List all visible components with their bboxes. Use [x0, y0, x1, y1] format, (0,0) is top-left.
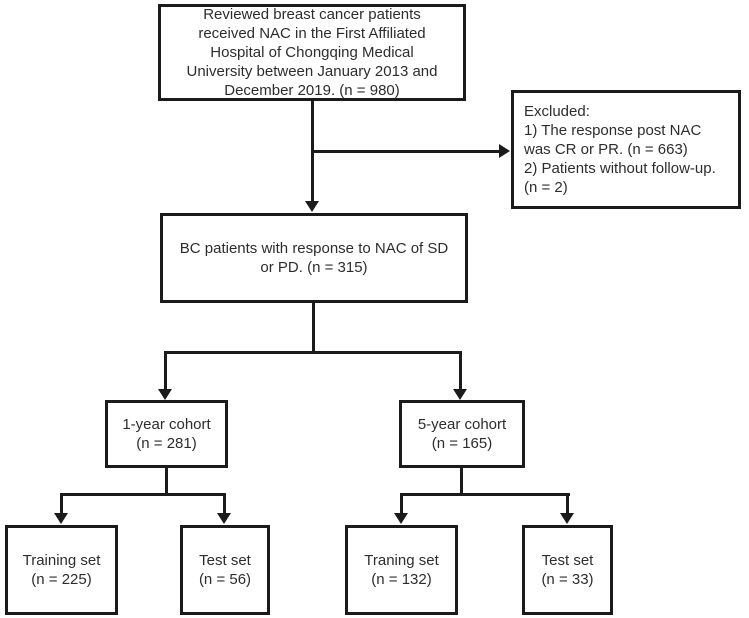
connector-sdpd-stub [312, 303, 315, 354]
arrowhead-into-cohort-1yr [158, 389, 172, 400]
connector-to-cohort-1yr [164, 351, 167, 390]
box-excluded-text: Excluded: 1) The response post NAC was C… [524, 103, 716, 196]
box-reviewed-patients: Reviewed breast cancer patients received… [158, 4, 466, 101]
arrowhead-into-training-5yr [394, 513, 408, 524]
box-cohort-5yr: 5-year cohort (n = 165) [399, 400, 525, 468]
connector-to-test-5yr [566, 493, 569, 514]
box-sd-pd-patients: BC patients with response to NAC of SD o… [160, 213, 468, 303]
box-test-set-1yr: Test set (n = 56) [180, 525, 270, 615]
arrowhead-into-excluded [499, 144, 510, 158]
box-test-set-5yr-text: Test set (n = 33) [541, 552, 594, 588]
box-sd-pd-patients-text: BC patients with response to NAC of SD o… [179, 240, 449, 276]
box-cohort-5yr-text: 5-year cohort (n = 165) [417, 416, 507, 452]
arrowhead-into-cohort-5yr [453, 389, 467, 400]
box-excluded: Excluded: 1) The response post NAC was C… [511, 90, 741, 209]
box-cohort-1yr: 1-year cohort (n = 281) [105, 400, 228, 468]
connector-branch-to-excluded [311, 150, 499, 153]
box-training-set-5yr: Traning set (n = 132) [345, 525, 458, 615]
connector-to-training-5yr [400, 493, 403, 514]
connector-to-cohort-5yr [459, 351, 462, 390]
connector-cohort-1yr-stub [165, 468, 168, 496]
connector-to-training-1yr [60, 493, 63, 514]
arrowhead-into-sdpd [305, 201, 319, 212]
box-reviewed-patients-text: Reviewed breast cancer patients received… [186, 6, 438, 99]
arrowhead-into-training-1yr [54, 513, 68, 524]
box-test-set-5yr: Test set (n = 33) [522, 525, 613, 615]
connector-cohort-5yr-stub [460, 468, 463, 496]
box-cohort-1yr-text: 1-year cohort (n = 281) [122, 416, 211, 452]
connector-5yr-split [400, 493, 570, 496]
arrowhead-into-test-5yr [560, 513, 574, 524]
connector-cohort-split [164, 351, 462, 354]
connector-1yr-split [60, 493, 226, 496]
connector-to-test-1yr [223, 493, 226, 514]
box-training-set-1yr-text: Training set (n = 225) [22, 552, 101, 588]
box-training-set-5yr-text: Traning set (n = 132) [364, 552, 439, 588]
box-test-set-1yr-text: Test set (n = 56) [198, 552, 252, 588]
box-training-set-1yr: Training set (n = 225) [5, 525, 118, 615]
arrowhead-into-test-1yr [217, 513, 231, 524]
